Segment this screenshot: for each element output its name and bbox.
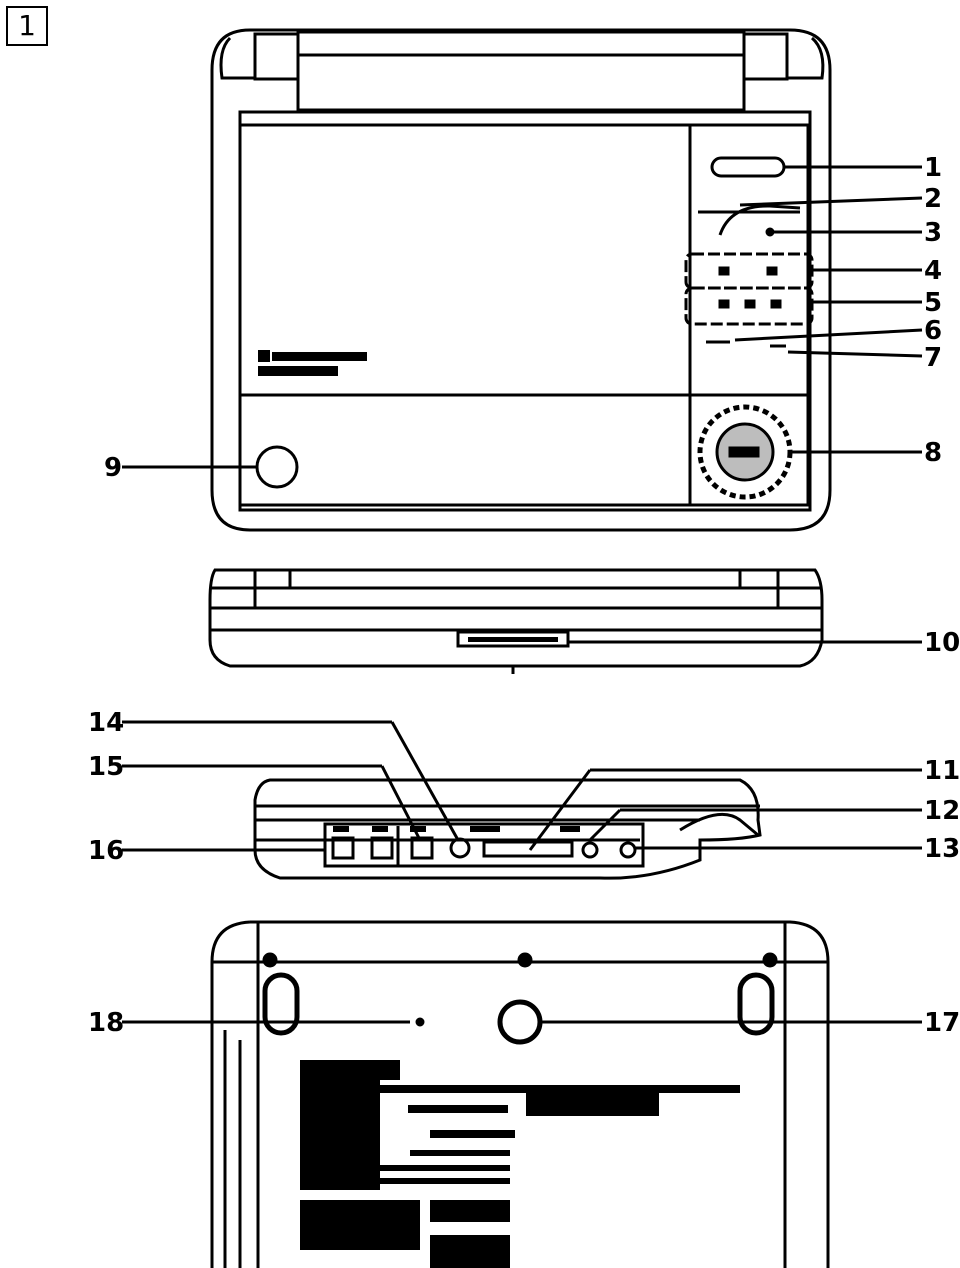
callout-3: 3 — [924, 218, 942, 248]
bottom-view — [210, 920, 830, 1268]
front-edge-view — [208, 568, 824, 674]
brand-logo — [258, 350, 367, 376]
figure-number-badge: 1 — [6, 6, 48, 46]
callout-6: 6 — [924, 316, 942, 346]
speaker-strip — [238, 393, 692, 507]
foot-left — [262, 972, 300, 1036]
callout-1: 1 — [924, 153, 942, 183]
callout-labels: 1 2 3 4 5 6 7 8 9 10 11 12 13 14 15 16 1… — [88, 153, 960, 1038]
button-group-5 — [684, 286, 814, 326]
callout-4: 4 — [924, 256, 942, 286]
mount-hole — [497, 999, 543, 1045]
port-edge-body — [253, 778, 762, 880]
port-usb-a — [331, 836, 355, 860]
port-15 — [410, 836, 434, 860]
callout-16: 16 — [88, 836, 124, 866]
card-slot — [482, 840, 574, 858]
port-frame — [323, 822, 645, 868]
port-13 — [619, 841, 637, 859]
leader-lines — [122, 165, 923, 1024]
hinge-bar — [296, 30, 746, 112]
callout-10: 10 — [924, 628, 960, 658]
rating-label — [300, 1060, 740, 1268]
hinge-left — [253, 32, 300, 81]
port-12 — [581, 841, 599, 859]
callout-7: 7 — [924, 343, 942, 373]
port-usb-b — [370, 836, 394, 860]
front-view — [210, 28, 832, 532]
hinge-right — [742, 32, 789, 81]
control-column — [688, 123, 810, 507]
port-14 — [449, 837, 471, 859]
callout-14: 14 — [88, 708, 124, 738]
callout-12: 12 — [924, 796, 960, 826]
front-outer-body — [210, 28, 832, 532]
speaker-round — [255, 445, 299, 489]
ports-edge-view — [253, 778, 762, 880]
foot-right — [737, 972, 775, 1036]
edge-body — [208, 568, 824, 668]
callout-9: 9 — [104, 453, 122, 483]
callout-13: 13 — [924, 834, 960, 864]
callout-5: 5 — [924, 288, 942, 318]
callout-17: 17 — [924, 1008, 960, 1038]
disc-slot — [456, 630, 570, 648]
power-switch — [710, 156, 786, 178]
callout-8: 8 — [924, 438, 942, 468]
callout-11: 11 — [924, 756, 960, 786]
callout-2: 2 — [924, 184, 942, 214]
callout-15: 15 — [88, 752, 124, 782]
button-group-4 — [684, 252, 814, 290]
callout-18: 18 — [88, 1008, 124, 1038]
